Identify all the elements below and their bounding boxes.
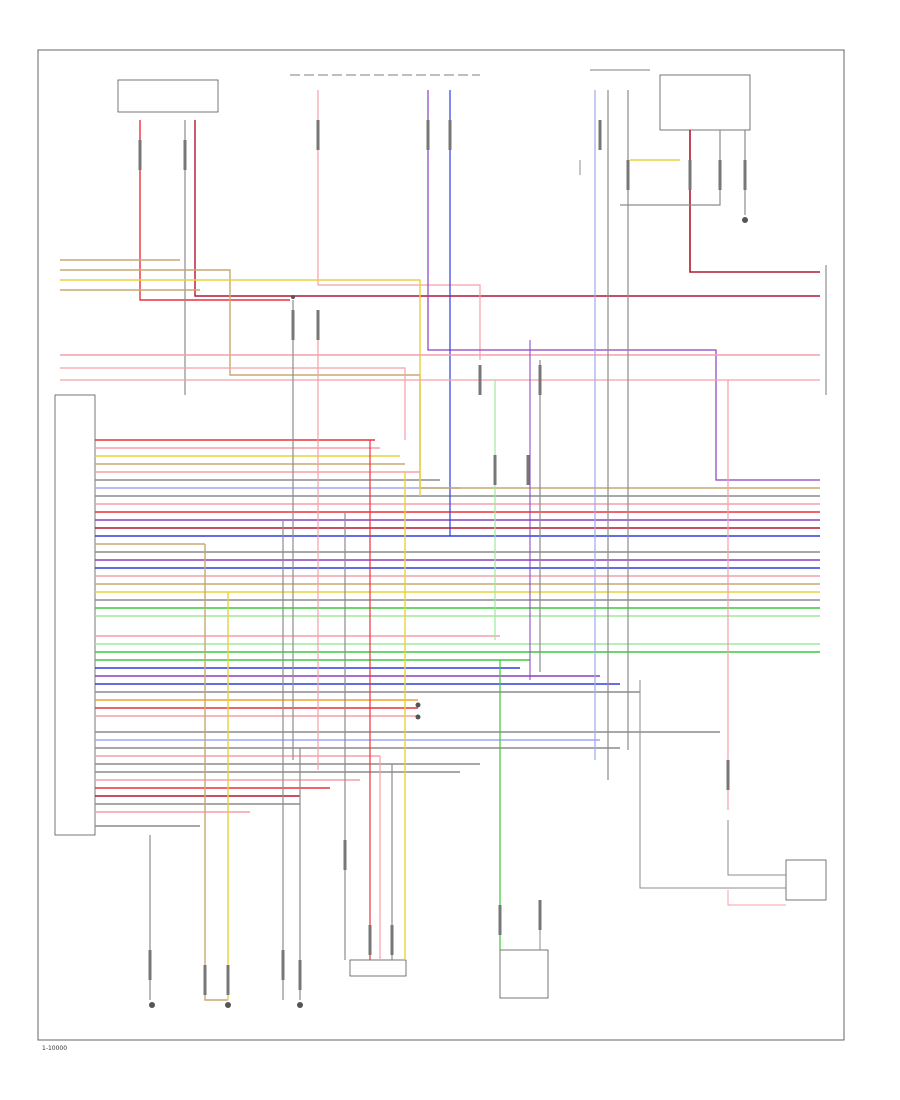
connector-stub xyxy=(538,900,542,930)
connector-stub xyxy=(226,965,230,995)
vertical-run xyxy=(727,820,786,876)
connector-row xyxy=(60,269,820,489)
connector-stub xyxy=(343,840,347,870)
left-front-oxygen-sensor-box xyxy=(117,79,219,113)
connector-stub xyxy=(426,120,430,150)
connector-stub xyxy=(138,140,142,170)
relay-power-wire xyxy=(689,130,820,273)
connector-stubs xyxy=(138,120,747,995)
connector-stub xyxy=(718,160,722,190)
connector-stub xyxy=(493,455,497,485)
splice-point-2 xyxy=(415,702,421,708)
connector-stub xyxy=(316,120,320,150)
connector-stub xyxy=(368,925,372,955)
connector-stub xyxy=(148,950,152,980)
bottom-drop xyxy=(204,544,228,1001)
ground-point-4 xyxy=(742,217,748,223)
connector-stub xyxy=(598,120,602,150)
relay-sense-wire xyxy=(620,130,721,206)
connector-stub xyxy=(183,140,187,170)
connector-stub xyxy=(498,905,502,935)
connector-stub xyxy=(743,160,747,190)
connector-box-bottom-right xyxy=(785,859,827,901)
vertical-run xyxy=(639,680,786,889)
fuse-feed-wire xyxy=(317,90,481,360)
transmission-switch-box xyxy=(499,949,549,999)
connector-stub xyxy=(291,310,295,340)
top-components xyxy=(54,69,827,999)
vertical-run xyxy=(727,890,786,906)
connector-row xyxy=(60,367,406,440)
engine-control-module-box xyxy=(54,394,96,836)
connector-stub xyxy=(281,950,285,980)
splice-point-1 xyxy=(291,295,295,299)
sensor-signal-wire xyxy=(427,90,820,481)
connector-stub xyxy=(478,365,482,395)
ground-point-2 xyxy=(225,1002,231,1008)
connector-stub xyxy=(316,310,320,340)
ground-point-1 xyxy=(149,1002,155,1008)
ground-point-3 xyxy=(297,1002,303,1008)
idle-control-box xyxy=(349,959,407,977)
connector-row xyxy=(60,279,421,496)
wire-harness xyxy=(60,90,820,1001)
connector-stub xyxy=(626,160,630,190)
connector-stub xyxy=(203,965,207,995)
power-feed-wire xyxy=(194,120,820,297)
connector-stub xyxy=(688,160,692,190)
connector-stub xyxy=(726,760,730,790)
connector-stub xyxy=(448,120,452,150)
o2-sensor-wire xyxy=(139,120,290,301)
ground-symbols xyxy=(149,217,748,1008)
splice-point-3 xyxy=(415,714,421,720)
relay-box xyxy=(659,74,751,131)
diagram-frame xyxy=(37,49,845,1041)
connector-stub xyxy=(538,365,542,395)
footer-code: 1-10000 xyxy=(42,1045,67,1052)
connector-stub xyxy=(526,455,530,485)
connector-stub xyxy=(298,960,302,990)
connector-stub xyxy=(390,925,394,955)
